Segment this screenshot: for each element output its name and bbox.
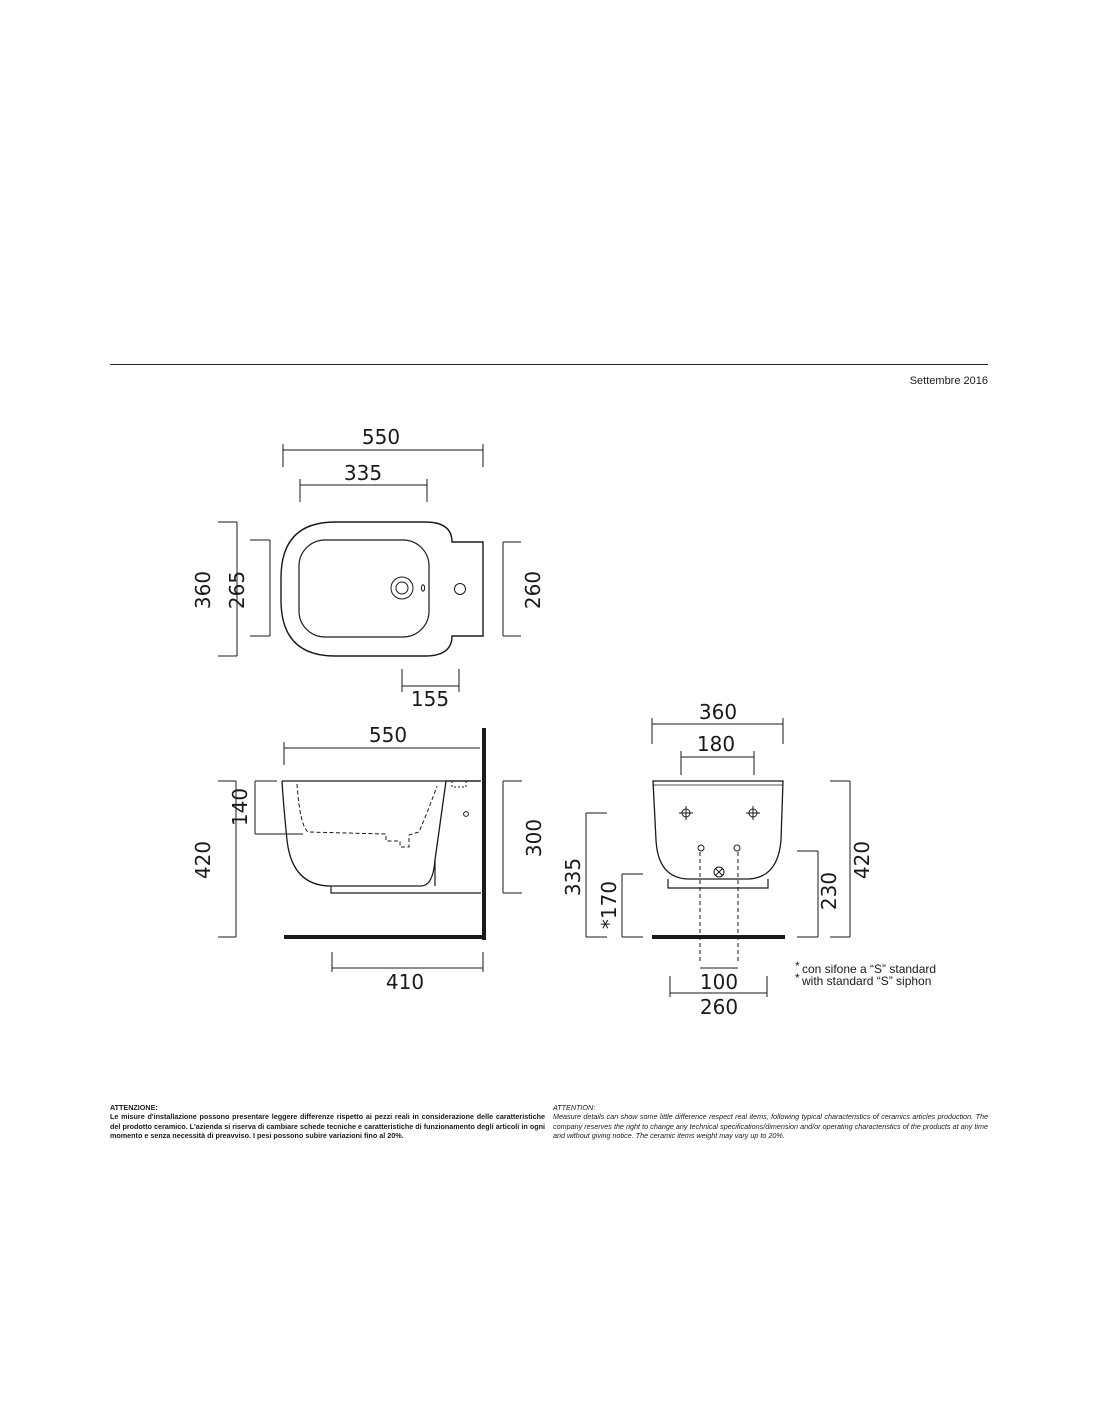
- footer-en-title: ATTENTION:: [553, 1103, 596, 1112]
- dim-front-width-total: 360: [699, 700, 737, 724]
- date-label: Settembre 2016: [909, 375, 988, 387]
- footer-it-text: Le misure d'installazione possono presen…: [110, 1112, 545, 1141]
- overflow-hole: [420, 584, 426, 592]
- dim-top-tap-offset: 155: [411, 687, 449, 711]
- dimension-labels: 550 335 360 265 260 155 550 140 420 300 …: [191, 425, 936, 1019]
- dim-top-depth-back: 260: [521, 571, 545, 609]
- top-view-outline: [280, 521, 484, 657]
- fixing-bolt-left: [679, 806, 693, 820]
- front-view: [585, 718, 851, 997]
- side-view: [218, 728, 522, 972]
- side-body-outline: [281, 780, 480, 887]
- dim-side-bowl-depth: 140: [228, 788, 252, 826]
- dim-top-width-total: 550: [362, 425, 400, 449]
- side-base-plate: [330, 860, 481, 894]
- drain-outlet: [713, 866, 725, 878]
- note-star-1: *: [795, 959, 800, 973]
- dim-front-bolt-spacing: 180: [697, 732, 735, 756]
- dim-side-length: 550: [369, 723, 407, 747]
- dim-front-drain-260: 260: [700, 995, 738, 1019]
- front-base-plate: [667, 879, 769, 889]
- header-rule: [110, 364, 988, 365]
- footer-notice-it: ATTENZIONE: Le misure d'installazione po…: [110, 1103, 545, 1141]
- dim-front-height-170: *170: [597, 881, 621, 929]
- top-view: [218, 444, 521, 692]
- dim-front-height-335: 335: [561, 858, 585, 896]
- drain-circle-inner: [395, 581, 409, 595]
- tap-hole: [454, 583, 466, 595]
- dim-top-depth-total: 360: [191, 571, 215, 609]
- dim-front-height-420: 420: [850, 841, 874, 879]
- dim-side-height-wall: 300: [522, 819, 546, 857]
- drain-circle-outer: [390, 576, 414, 600]
- front-body-outline: [652, 780, 784, 880]
- side-bowl-hidden: [296, 783, 438, 848]
- dim-front-height-230: 230: [817, 872, 841, 910]
- dim-top-depth-bowl: 265: [225, 571, 249, 609]
- dim-top-width-bowl: 335: [344, 461, 382, 485]
- dim-side-height-total: 420: [191, 841, 215, 879]
- footer-it-title: ATTENZIONE:: [110, 1103, 158, 1112]
- note-star-2: *: [795, 971, 800, 985]
- note-siphon-it: con sifone a “S” standard: [802, 962, 936, 976]
- dim-front-drain-100: 100: [700, 970, 738, 994]
- fixing-bolt-right: [746, 806, 760, 820]
- note-siphon-en: with standard “S” siphon: [801, 974, 931, 988]
- technical-drawing: 550 335 360 265 260 155 550 140 420 300 …: [191, 425, 936, 1019]
- top-view-bowl: [298, 539, 430, 638]
- footer-en-text: Measure details can show some little dif…: [553, 1112, 988, 1141]
- footer-notice-en: ATTENTION: Measure details can show some…: [553, 1103, 988, 1141]
- dim-side-base-length: 410: [386, 970, 424, 994]
